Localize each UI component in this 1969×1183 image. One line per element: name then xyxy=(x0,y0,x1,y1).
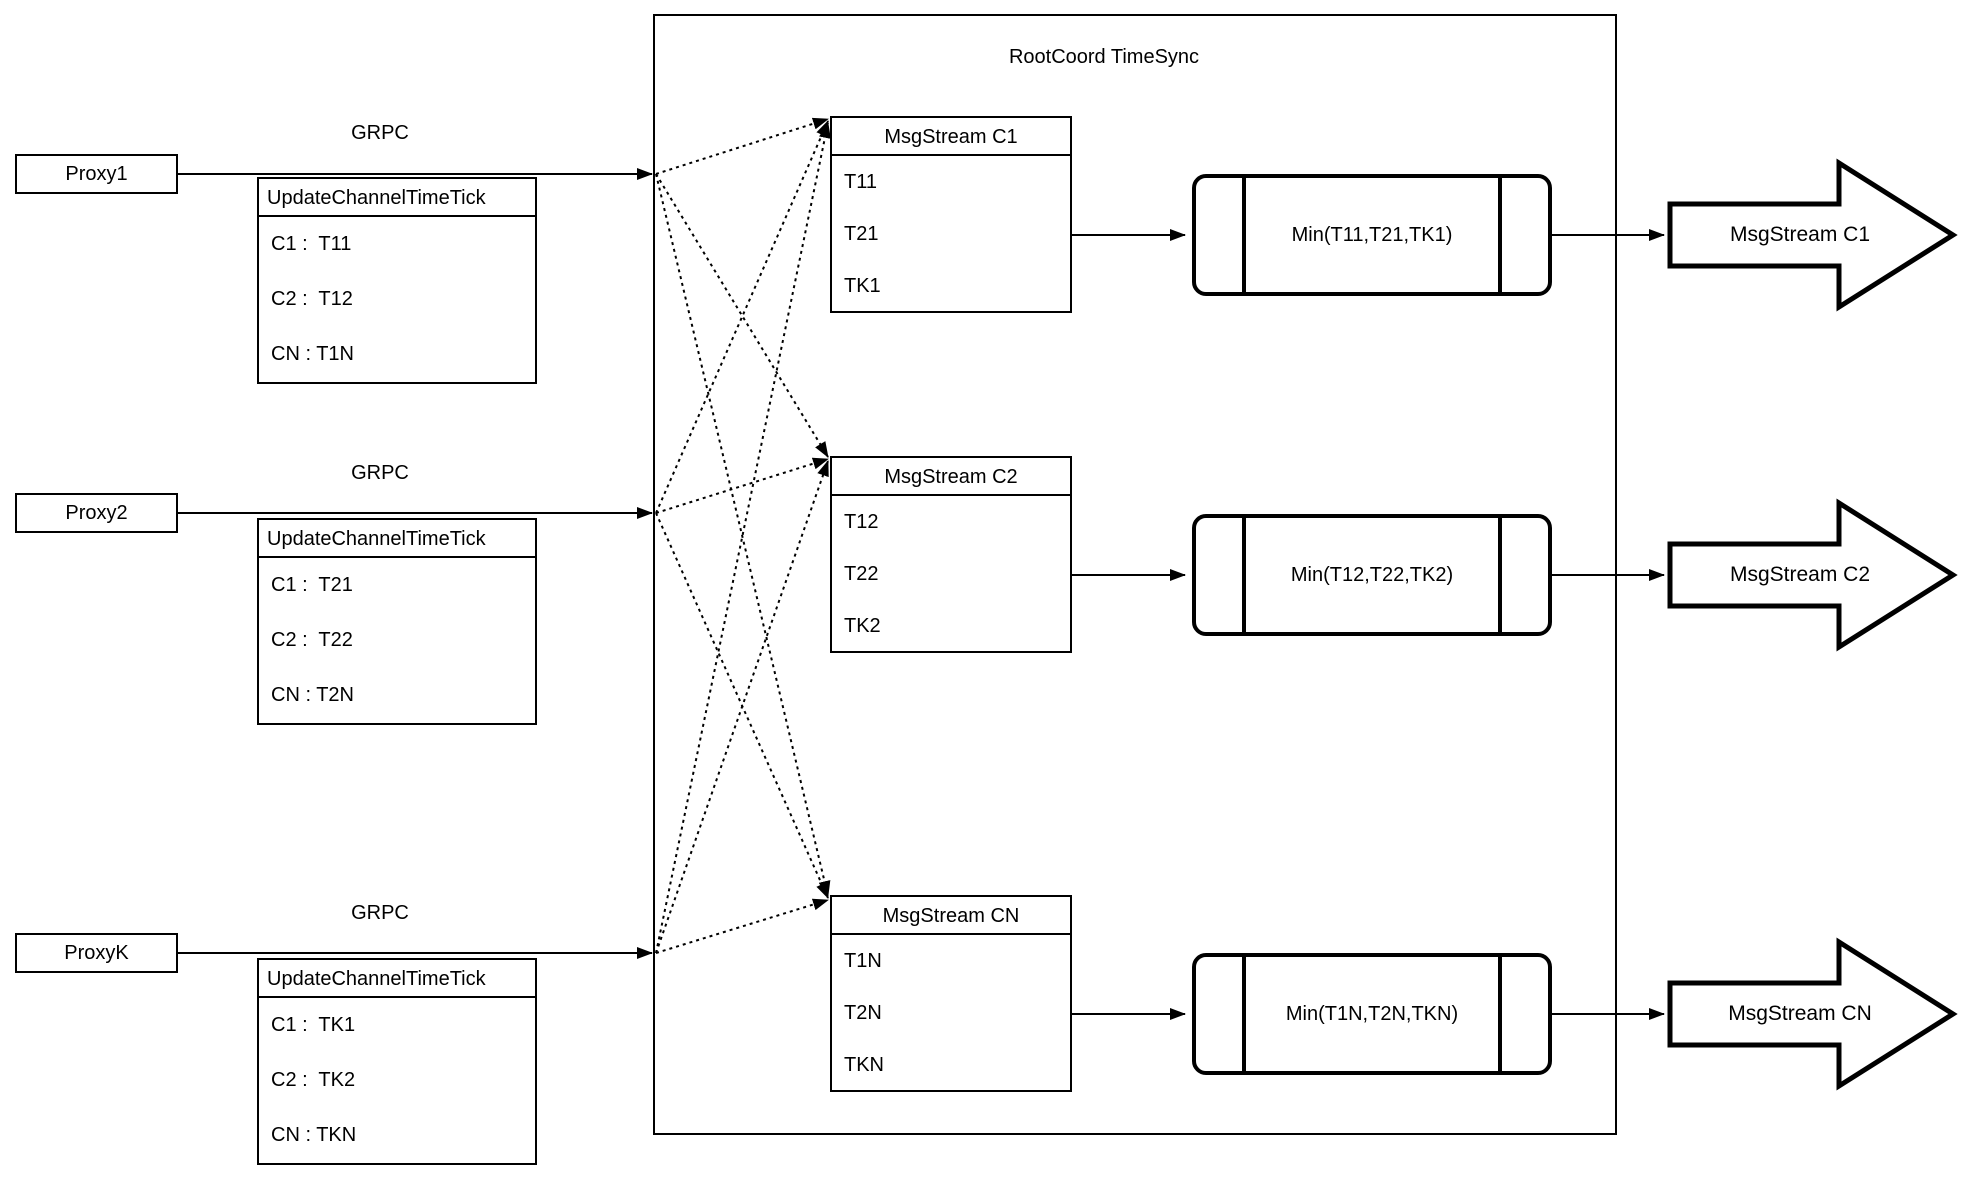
min-divider-left xyxy=(1242,518,1246,632)
tick-row: C2 : T22 xyxy=(271,629,353,651)
buffer-row: TK2 xyxy=(844,615,881,637)
grpc-label-1: GRPC xyxy=(351,122,409,144)
proxy1-label: Proxy1 xyxy=(65,163,128,185)
proxyk-box: ProxyK xyxy=(15,933,178,973)
msgstream-table-c2: MsgStream C2 T12 T22 TK2 xyxy=(830,456,1072,653)
min-label-c1: Min(T11,T21,TK1) xyxy=(1291,224,1453,246)
sync-line-p2-c2 xyxy=(655,457,829,514)
min-label-cn: Min(T1N,T2N,TKN) xyxy=(1285,1003,1459,1025)
msgstream-table-c1: MsgStream C1 T11 T21 TK1 xyxy=(830,116,1072,313)
proxy2-box: Proxy2 xyxy=(15,493,178,533)
output-arrow-c1 xyxy=(1667,158,1958,312)
buffer-row: T12 xyxy=(844,511,879,533)
min-divider-left xyxy=(1242,957,1246,1071)
tick-row: CN : TKN xyxy=(271,1124,357,1146)
tick-row: C2 : TK2 xyxy=(271,1069,356,1091)
update-timetick-table-1: UpdateChannelTimeTick C1 : T11 C2 : T12 … xyxy=(257,177,537,384)
msgstream-table-cn: MsgStream CN T1N T2N TKN xyxy=(830,895,1072,1092)
proxy2-label: Proxy2 xyxy=(65,502,128,524)
proxyk-label: ProxyK xyxy=(64,942,129,964)
sync-line-pk-c2 xyxy=(655,460,829,954)
tick-row: C2 : T12 xyxy=(271,288,353,310)
output-arrow-cn xyxy=(1667,937,1958,1091)
buffer-row: T1N xyxy=(844,950,882,972)
sync-line-p1-c1 xyxy=(655,117,829,175)
sync-line-p1-cn xyxy=(655,173,831,897)
msgstream-table-header-c1: MsgStream C1 xyxy=(832,118,1070,156)
min-divider-right xyxy=(1498,518,1502,632)
output-arrow-c2 xyxy=(1667,498,1958,652)
grpc-label-3: GRPC xyxy=(351,902,409,924)
msgstream-table-header-cn: MsgStream CN xyxy=(832,897,1070,935)
min-label-c2: Min(T12,T22,TK2) xyxy=(1290,564,1454,586)
min-divider-right xyxy=(1498,178,1502,292)
sync-line-pk-c1 xyxy=(655,122,831,954)
min-process-c2: Min(T12,T22,TK2) xyxy=(1192,514,1552,636)
min-divider-right xyxy=(1498,957,1502,1071)
buffer-row: T2N xyxy=(844,1002,882,1024)
tick-row: CN : T1N xyxy=(271,343,354,365)
proxy1-box: Proxy1 xyxy=(15,154,178,194)
min-divider-left xyxy=(1242,178,1246,292)
sync-line-pk-cn xyxy=(655,898,829,954)
update-table-header-3: UpdateChannelTimeTick xyxy=(259,960,535,998)
output-arrow-label-cn: MsgStream CN xyxy=(1728,1002,1872,1025)
output-arrow-label-c2: MsgStream C2 xyxy=(1729,563,1871,586)
buffer-row: T11 xyxy=(844,171,877,193)
update-timetick-table-2: UpdateChannelTimeTick C1 : T21 C2 : T22 … xyxy=(257,518,537,725)
min-process-cn: Min(T1N,T2N,TKN) xyxy=(1192,953,1552,1075)
buffer-row: TKN xyxy=(844,1054,884,1076)
buffer-row: T21 xyxy=(844,223,879,245)
sync-line-p2-c1 xyxy=(655,120,829,514)
buffer-row: T22 xyxy=(844,563,879,585)
update-table-header-1: UpdateChannelTimeTick xyxy=(259,179,535,217)
grpc-label-2: GRPC xyxy=(351,462,409,484)
update-timetick-table-3: UpdateChannelTimeTick C1 : TK1 C2 : TK2 … xyxy=(257,958,537,1165)
tick-row: C1 : TK1 xyxy=(271,1014,356,1036)
tick-row: CN : T2N xyxy=(271,684,354,706)
min-process-c1: Min(T11,T21,TK1) xyxy=(1192,174,1552,296)
tick-row: C1 : T21 xyxy=(271,574,353,596)
timetick-fan-lines xyxy=(655,117,831,954)
msgstream-table-header-c2: MsgStream C2 xyxy=(832,458,1070,496)
rootcoord-container-box xyxy=(653,14,1617,1135)
rootcoord-title: RootCoord TimeSync xyxy=(1008,46,1200,68)
sync-line-p1-c2 xyxy=(655,173,829,458)
sync-line-p2-cn xyxy=(655,512,829,899)
update-table-header-2: UpdateChannelTimeTick xyxy=(259,520,535,558)
output-arrow-label-c1: MsgStream C1 xyxy=(1729,223,1871,246)
tick-row: C1 : T11 xyxy=(271,233,352,255)
buffer-row: TK1 xyxy=(844,275,881,297)
